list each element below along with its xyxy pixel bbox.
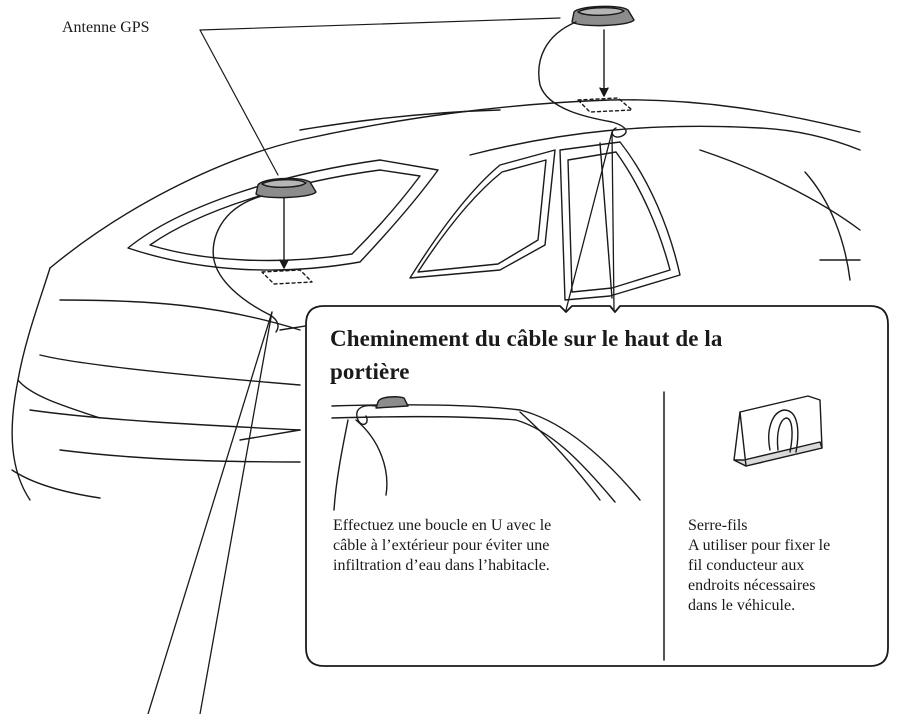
- u-loop-caption: Effectuez une boucle en U avec le câble …: [333, 516, 653, 576]
- gps-antenna-label: Antenne GPS: [62, 19, 150, 36]
- cable-clip-caption-line: A utiliser pour fixer le: [688, 537, 831, 554]
- detail-callout-pointer: [147, 131, 615, 714]
- u-loop-caption-line: Effectuez une boucle en U avec le: [333, 517, 552, 534]
- cable-clip-caption-line: dans le véhicule.: [688, 597, 796, 614]
- detail-box-frame: [305, 305, 889, 667]
- rear-antenna: [212, 177, 317, 333]
- detail-box-title: Cheminement du câble sur le haut de la p…: [330, 322, 850, 388]
- title-line-1: Cheminement du câble sur le haut de la: [330, 326, 723, 351]
- u-loop-caption-line: câble à l’extérieur pour éviter une: [333, 537, 550, 554]
- title-line-2: portière: [330, 359, 410, 384]
- cable-clip-caption-line: endroits nécessaires: [688, 577, 816, 594]
- cable-clip-title: Serre-fils: [688, 517, 748, 534]
- cable-clip-caption-line: fil conducteur aux: [688, 557, 805, 574]
- antenna-label-leaders: [199, 17, 561, 176]
- cable-clip-icon: [733, 395, 823, 467]
- u-loop-caption-line: infiltration d’eau dans l’habitacle.: [333, 557, 550, 574]
- cable-clip-caption: Serre-fils A utiliser pour fixer le fil …: [688, 516, 868, 616]
- roof-antenna: [538, 5, 635, 138]
- door-routing-inset: [331, 396, 641, 511]
